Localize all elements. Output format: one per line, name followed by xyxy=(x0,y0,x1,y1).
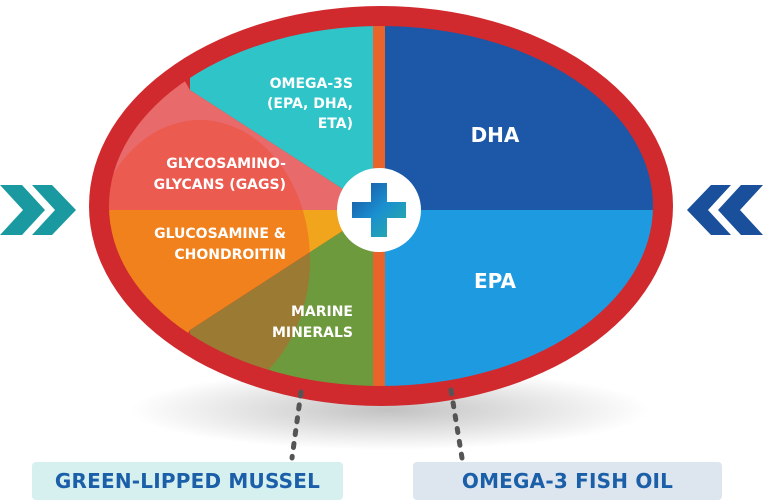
segment-gags xyxy=(109,26,375,210)
connector-left xyxy=(289,389,304,461)
segment-dha xyxy=(385,26,653,210)
capsule-shadow xyxy=(130,370,650,450)
segment-marine-minerals xyxy=(190,210,375,386)
source-label-omega-3-fish-oil: OMEGA-3 FISH OIL xyxy=(413,462,722,500)
segment-label-omega: OMEGA-3S(EPA, DHA,ETA) xyxy=(267,76,353,132)
plus-icon xyxy=(352,183,406,237)
connector-right xyxy=(448,387,465,461)
source-label-green-lipped-mussel: GREEN-LIPPED MUSSEL xyxy=(32,462,343,500)
chevron-left-icon xyxy=(687,185,763,235)
segment-label-epa: EPA xyxy=(474,269,516,293)
segment-label-glucosamine: GLUCOSAMINE &CHONDROITIN xyxy=(154,226,286,263)
segment-glucosamine xyxy=(109,210,375,386)
segment-label-dha: DHA xyxy=(471,123,520,147)
chevron-right-icon xyxy=(0,185,76,235)
left-labels: OMEGA-3S(EPA, DHA,ETA) GLYCOSAMINO-GLYCA… xyxy=(154,76,353,341)
segment-label-gags: GLYCOSAMINO-GLYCANS (GAGS) xyxy=(154,156,287,193)
